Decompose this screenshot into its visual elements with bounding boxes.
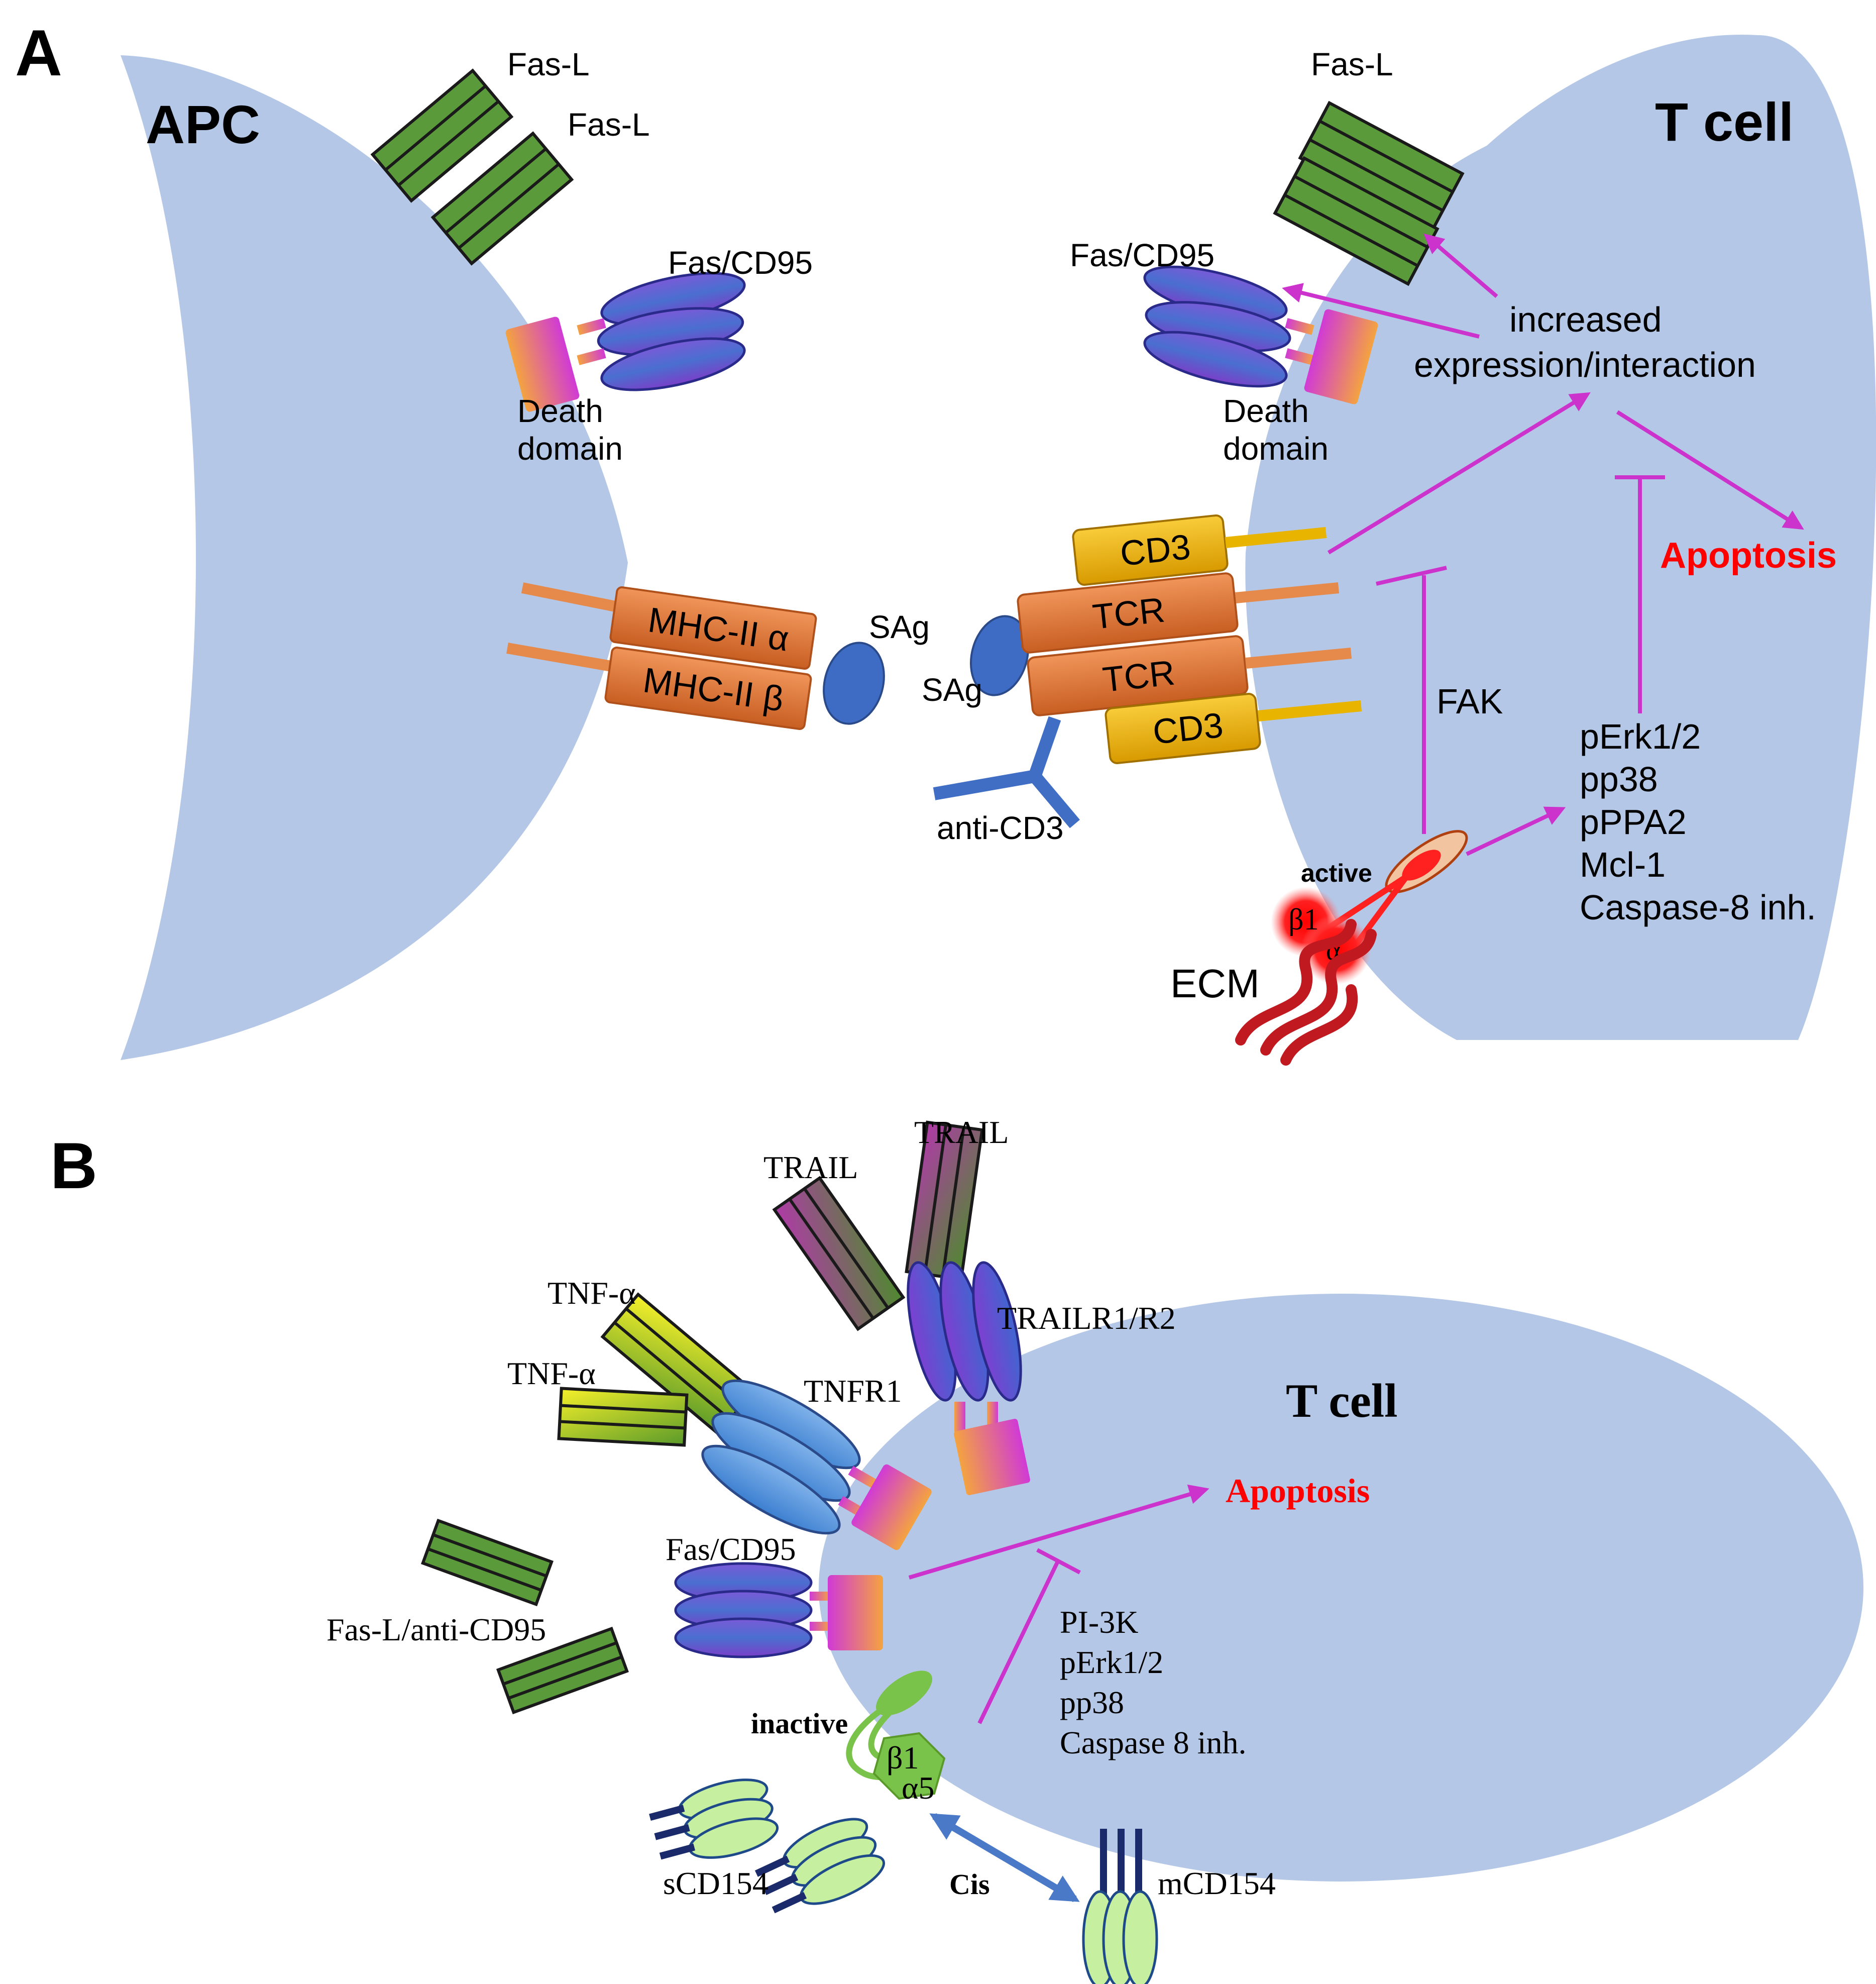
trail-ligand-2 [905, 1120, 984, 1281]
mcl1-label: Mcl-1 [1580, 845, 1666, 884]
inactive-label: inactive [751, 1707, 848, 1740]
apoptosis-a: Apoptosis [1660, 536, 1837, 576]
increased-label-2: expression/interaction [1414, 345, 1756, 384]
perk-label-a: pErk1/2 [1580, 717, 1701, 756]
fasl-label-3: Fas-L [1311, 46, 1393, 82]
fasl-anti-ligand-1 [421, 1518, 554, 1607]
cis-label: Cis [949, 1868, 990, 1901]
tnfa-ligand-2 [557, 1387, 689, 1447]
arrow-active-to-kinases [1466, 806, 1566, 856]
fasl-label-2: Fas-L [568, 107, 650, 143]
fas-receptor-left [577, 272, 746, 391]
trail-ligand-1 [772, 1176, 906, 1331]
arrow-to-fas [1282, 283, 1480, 339]
cd3-top: CD3 [1072, 514, 1229, 586]
t-cell-b-label: T cell [1286, 1374, 1398, 1427]
mcd154 [1082, 1829, 1158, 1984]
fasl-left-rod-1 [370, 68, 514, 203]
tcr-bottom: TCR [1027, 635, 1249, 716]
fasl-anti-ligand-2 [496, 1626, 629, 1715]
svg-text:CD3: CD3 [1151, 705, 1225, 752]
pi3k-label: PI-3K [1060, 1604, 1138, 1640]
panel-b-letter: B [50, 1129, 97, 1202]
arrow-fas-to-apoptosis [908, 1484, 1209, 1580]
t-cell-a-label: T cell [1655, 91, 1794, 152]
pppa2-label: pPPA2 [1580, 802, 1687, 842]
death-domain-left [505, 317, 580, 412]
fak-inhibition [1376, 566, 1447, 834]
death-domain-right [1304, 309, 1378, 404]
cd3-bottom: CD3 [1105, 693, 1261, 764]
beta1-label-b: β1 [887, 1740, 919, 1776]
tcr-top: TCR [1017, 572, 1239, 654]
arrow-to-fasl [1423, 233, 1498, 298]
scd154-2 [754, 1818, 886, 1914]
tnfa-label-2: TNF-α [507, 1355, 596, 1391]
apc-cell [121, 55, 628, 1060]
apc-label: APC [146, 94, 260, 155]
fasl-right-rod-2 [1273, 156, 1440, 286]
sag-right [969, 615, 1030, 696]
active-label: active [1301, 859, 1372, 887]
svg-text:TCR: TCR [1100, 653, 1176, 699]
fas-left-label: Fas/CD95 [668, 245, 813, 281]
mcd154-label: mCD154 [1158, 1865, 1276, 1901]
inactive-integrin [846, 1670, 946, 1800]
trail-label-2: TRAIL [914, 1114, 1009, 1150]
increased-label-1: increased [1509, 300, 1662, 339]
fas-receptor-b [674, 1562, 883, 1658]
arrow-to-apoptosis [1616, 410, 1804, 530]
pp38-label-b: pp38 [1060, 1685, 1124, 1720]
trailr-label: TRAILR1/R2 [997, 1300, 1176, 1336]
trailr-receptor [907, 1261, 1030, 1495]
sag-right-label: SAg [922, 672, 982, 708]
fasl-label-1: Fas-L [507, 46, 590, 82]
trail-label-1: TRAIL [763, 1150, 858, 1185]
inhibition-b [977, 1548, 1081, 1724]
death-right-label-2: domain [1223, 431, 1329, 467]
tnfa-label-1: TNF-α [547, 1275, 636, 1311]
arrow-tcr-to-increased [1327, 392, 1591, 555]
sag-left [823, 642, 885, 725]
mhc-ii-alpha: MHC-II α [609, 586, 817, 670]
t-cell-b [819, 1294, 1863, 1882]
apoptosis-b: Apoptosis [1226, 1472, 1370, 1510]
casp8-label-b: Caspase 8 inh. [1060, 1725, 1247, 1760]
cis-arrow [929, 1813, 1080, 1903]
mhc-ii-beta: MHC-II β [604, 646, 812, 730]
beta1-label-a: β1 [1288, 903, 1319, 936]
scd154-label: sCD154 [663, 1865, 768, 1901]
panel-a-letter: A [15, 16, 62, 89]
alpha5-label: α5 [902, 1770, 935, 1806]
tnfr1-receptor [701, 1379, 932, 1550]
anti-cd3-label: anti-CD3 [937, 810, 1064, 846]
ecm-fibers [1235, 919, 1377, 1066]
fas-b-label: Fas/CD95 [666, 1531, 796, 1567]
anti-cd3-antibody [933, 716, 1080, 828]
death-left-label-1: Death [517, 393, 603, 429]
tnfr1-label: TNFR1 [804, 1373, 902, 1409]
ecm-label: ECM [1170, 961, 1260, 1006]
fasl-anti-label: Fas-L/anti-CD95 [326, 1612, 546, 1647]
casp8-label-a: Caspase-8 inh. [1580, 888, 1816, 927]
fas-right-label: Fas/CD95 [1070, 237, 1215, 273]
svg-text:CD3: CD3 [1118, 527, 1192, 573]
fak-label: FAK [1437, 682, 1503, 721]
fas-receptor-right [1143, 265, 1314, 388]
death-left-label-2: domain [517, 431, 623, 467]
pp38-label-a: pp38 [1580, 760, 1658, 799]
scd154-1 [649, 1779, 779, 1860]
sag-left-label: SAg [869, 609, 930, 645]
t-cell-a [1245, 34, 1876, 1040]
kinase-inhibition [1615, 475, 1665, 713]
perk-label-b: pErk1/2 [1060, 1644, 1163, 1680]
svg-text:TCR: TCR [1090, 590, 1166, 637]
fasl-left-rod-2 [430, 131, 574, 266]
death-right-label-1: Death [1223, 393, 1309, 429]
